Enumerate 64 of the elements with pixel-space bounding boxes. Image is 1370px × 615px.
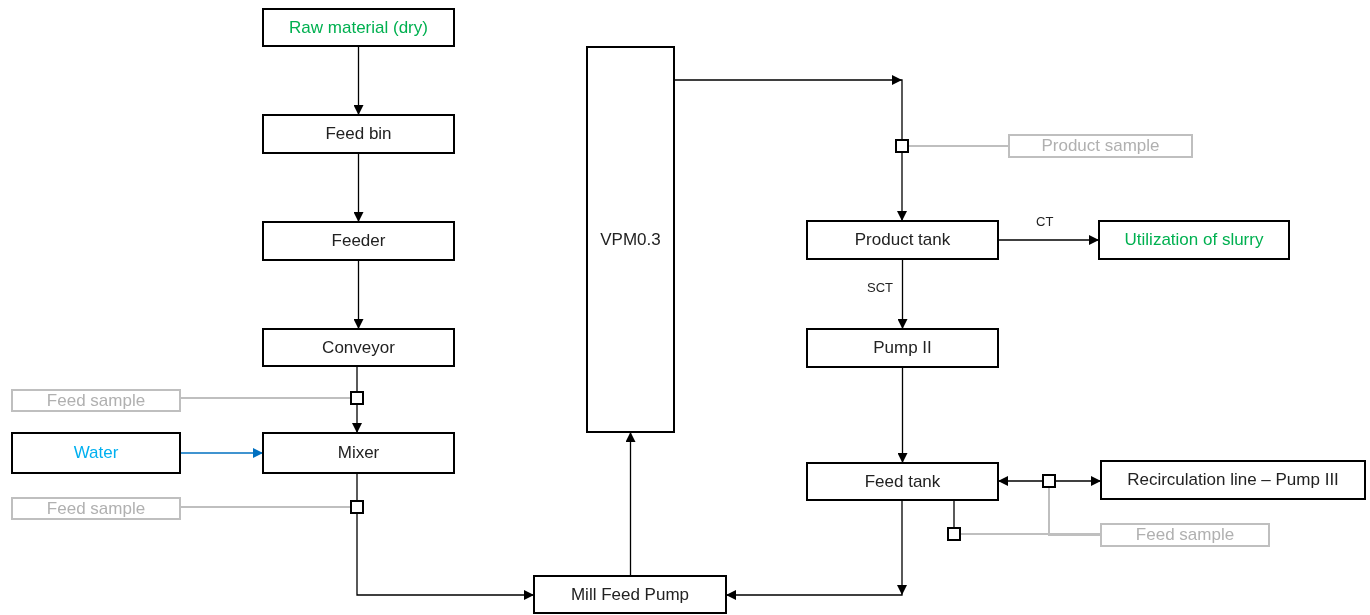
box-label: Mixer [337, 443, 380, 463]
leader-line [1048, 487, 1101, 536]
sample-label-box [1008, 134, 1193, 158]
box-label: Pump II [873, 338, 932, 358]
process-box [806, 328, 999, 368]
sample-point-box [350, 391, 364, 405]
process-box [262, 432, 455, 474]
box-label: Feed sample [46, 390, 146, 411]
process-box [533, 575, 727, 614]
process-box [806, 462, 999, 501]
box-label: VPM0.3 [600, 229, 661, 250]
sample-point-box [350, 500, 364, 514]
edge-label: SCT [865, 280, 895, 295]
process-box [262, 328, 455, 367]
box-label: Feed sample [1135, 525, 1235, 545]
connector-line [953, 500, 955, 528]
sample-point-box [895, 139, 909, 153]
leader-line [180, 397, 351, 399]
box-label: Feed sample [46, 498, 146, 519]
box-label: Product sample [1041, 136, 1160, 156]
arrow [897, 259, 908, 329]
process-box [1098, 220, 1290, 260]
arrow [897, 152, 907, 221]
box-label: Feed bin [325, 124, 392, 144]
arrow [353, 260, 364, 329]
arrow [998, 476, 1043, 486]
arrow [897, 367, 908, 463]
leader-line [180, 506, 351, 508]
box-label: Conveyor [322, 337, 395, 358]
box-label: Feed tank [864, 471, 941, 492]
sample-label-box [1100, 523, 1270, 547]
connector-line [356, 366, 358, 392]
process-box [806, 220, 999, 260]
box-label: Utilization of slurry [1124, 230, 1264, 250]
box-label: Feeder [331, 231, 386, 251]
sample-label-box [11, 389, 181, 412]
arrow [998, 235, 1099, 245]
process-box [262, 221, 455, 261]
sample-label-box [11, 497, 181, 520]
box-label: Water [73, 443, 119, 463]
sample-point-box [947, 527, 961, 541]
arrow [726, 500, 907, 600]
arrow [353, 153, 364, 222]
sample-point-box [1042, 474, 1056, 488]
box-label: Product tank [854, 230, 951, 250]
arrow [353, 46, 364, 115]
process-box [262, 8, 455, 47]
arrow [674, 75, 903, 140]
arrow [180, 448, 263, 458]
process-box [586, 46, 675, 433]
connector-line [356, 473, 358, 501]
arrow [1055, 476, 1101, 486]
process-box [11, 432, 181, 474]
arrow [352, 404, 362, 433]
arrow [625, 432, 636, 576]
arrow [356, 513, 534, 600]
leader-line [908, 145, 1009, 147]
process-box [1100, 460, 1366, 500]
box-label: Mill Feed Pump [570, 584, 690, 605]
process-box [262, 114, 455, 154]
box-label: Recirculation line – Pump III [1127, 470, 1339, 490]
box-label: Raw material (dry) [289, 17, 428, 38]
leader-line [960, 533, 1101, 535]
edge-label: CT [1034, 214, 1056, 229]
